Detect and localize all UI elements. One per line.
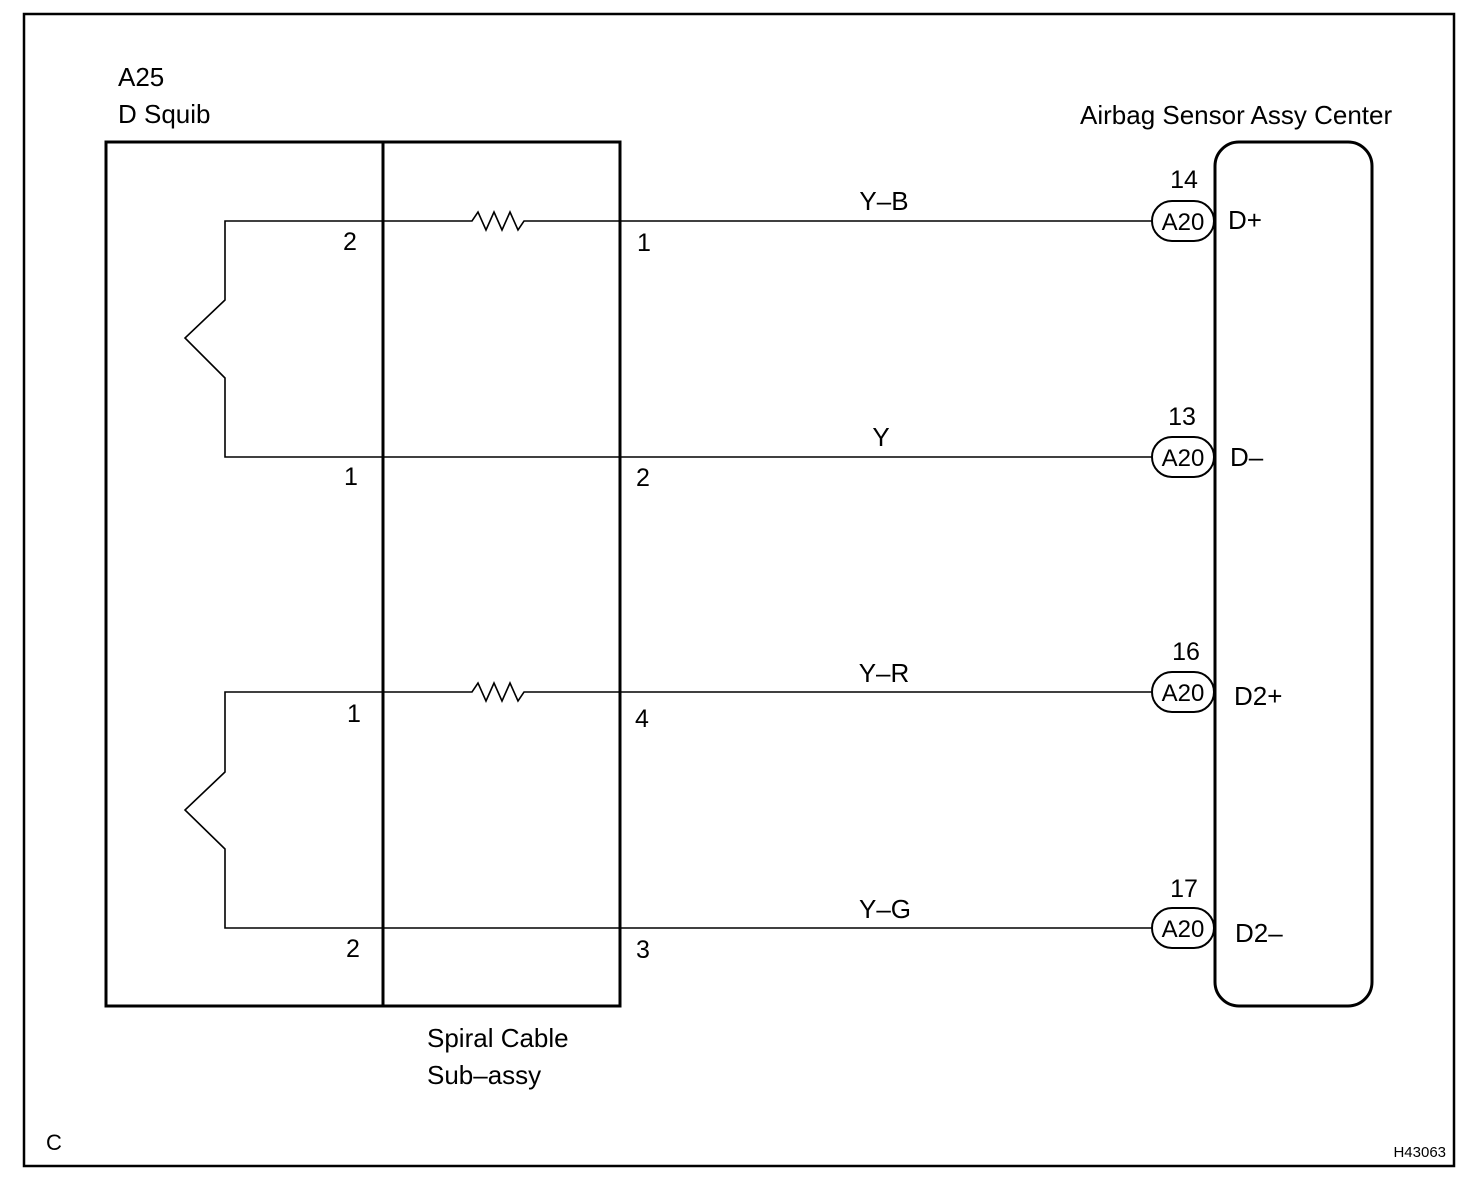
ecu-terminal: D– <box>1230 442 1264 472</box>
ecu-block <box>1213 140 1374 1008</box>
ecu-terminal: D2– <box>1235 918 1283 948</box>
spiral-cable-label: Spiral Cable <box>427 1023 569 1053</box>
spiral-pin: 4 <box>635 705 649 733</box>
connector-oval <box>1151 671 1215 713</box>
ecu-pin: 17 <box>1170 875 1198 903</box>
corner-letter: C <box>46 1130 62 1155</box>
ecu-terminal: D+ <box>1228 205 1262 235</box>
figure-code: H43063 <box>1393 1144 1446 1161</box>
spiral-conductor-4 <box>383 681 620 703</box>
squib-pin: 1 <box>347 700 361 728</box>
diagram-frame <box>22 12 1456 1168</box>
connector-code: A20 <box>1162 209 1205 236</box>
squib-pin: 2 <box>346 935 360 963</box>
squib-element-upper <box>183 220 383 458</box>
squib-pin: 2 <box>343 228 357 256</box>
wire-color-label: Y–R <box>859 658 910 688</box>
wire-color-label: Y–G <box>859 894 911 924</box>
spiral-conductor-1 <box>383 210 620 232</box>
ecu-name: Airbag Sensor Assy Center <box>1080 100 1392 130</box>
connector-code: A20 <box>1162 680 1205 707</box>
ecu-pin: 14 <box>1170 166 1198 194</box>
ecu-pin: 13 <box>1168 403 1196 431</box>
connector-oval <box>1151 436 1215 478</box>
ecu-terminal: D2+ <box>1234 681 1282 711</box>
ecu-pin: 16 <box>1172 638 1200 666</box>
connector-oval <box>1151 907 1215 949</box>
squib-element-lower <box>183 691 383 929</box>
spiral-cable-label: Sub–assy <box>427 1060 541 1090</box>
squib-name: D Squib <box>118 99 211 129</box>
wire-color-label: Y–B <box>859 186 908 216</box>
squib-code: A25 <box>118 62 164 92</box>
wire-color-label: Y <box>872 422 889 452</box>
spiral-pin: 2 <box>636 464 650 492</box>
spiral-pin: 1 <box>637 229 651 257</box>
connector-code: A20 <box>1162 445 1205 472</box>
squib-block <box>104 140 622 1008</box>
connector-code: A20 <box>1162 916 1205 943</box>
spiral-pin: 3 <box>636 936 650 964</box>
connector-oval <box>1151 200 1215 242</box>
squib-pin: 1 <box>344 463 358 491</box>
